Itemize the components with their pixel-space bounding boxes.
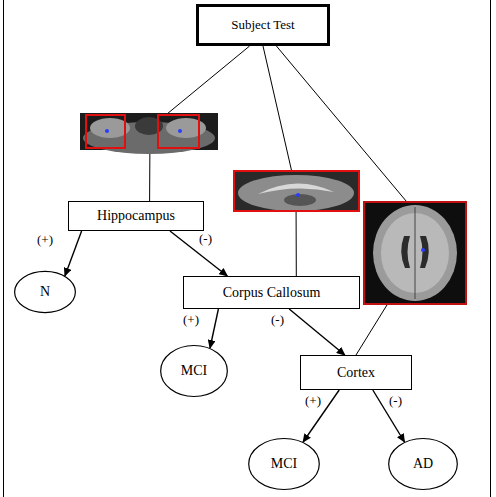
node-label: N [40,284,50,299]
process-box: Hippocampus [68,201,204,231]
node-label: AD [413,456,433,471]
frame-line [490,0,491,497]
branch-label: (-) [198,232,213,246]
branch-arrow [373,390,405,442]
node-label: Cortex [337,365,375,380]
node-label: MCI [181,363,207,378]
hippocampus-scan [80,113,218,154]
corpus-callosum-scan [233,170,360,212]
branch-label: (+) [304,394,322,408]
node-label: Corpus Callosum [223,285,321,300]
cortex-scan [363,201,467,305]
branch-arrow [65,231,82,276]
branch-label: (+) [182,313,200,327]
node-label: Subject Test [231,18,294,32]
branch-label: (-) [270,313,285,327]
result-ellipse: AD [388,438,458,490]
connector-line [263,46,296,276]
branch-arrow [303,390,339,442]
result-ellipse: MCI [248,438,320,490]
branch-arrow [170,231,227,276]
branch-arrow [210,309,218,348]
frame-line [3,0,4,497]
start-box: Subject Test [196,4,330,46]
branch-arrow [289,309,345,355]
node-label: Hippocampus [97,208,175,223]
result-ellipse: N [14,271,76,313]
process-box: Corpus Callosum [183,276,360,309]
result-ellipse: MCI [160,345,228,397]
process-box: Cortex [300,355,412,390]
node-label: MCI [271,456,297,471]
branch-label: (-) [388,394,403,408]
branch-label: (+) [36,233,54,247]
